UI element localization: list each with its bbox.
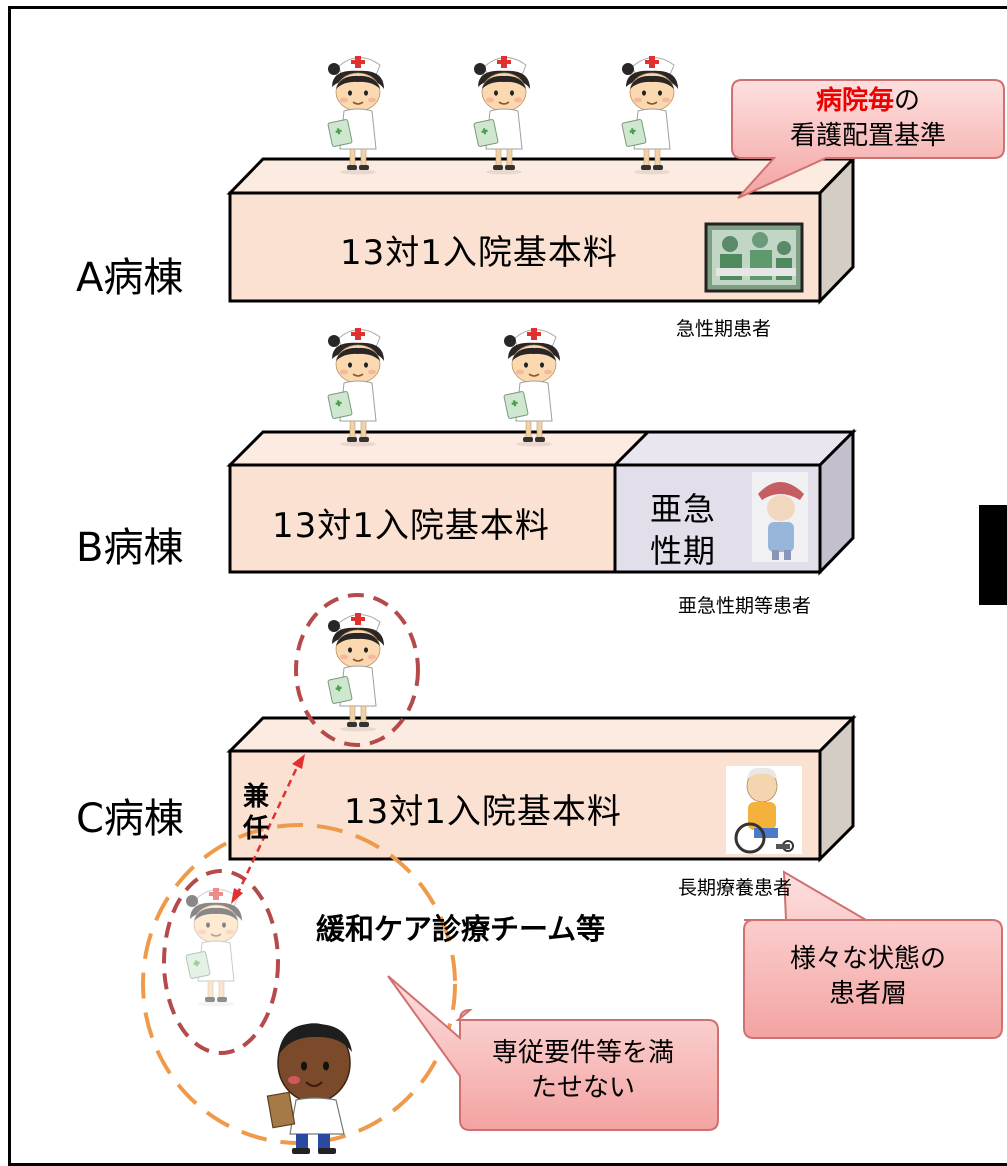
- staffing-callout-bubble: [731, 79, 1005, 199]
- dual-role-label-line2: 任: [243, 814, 271, 844]
- acute-patient-label: 急性期患者: [676, 318, 772, 340]
- edge-marker: [979, 505, 1007, 605]
- staffing-callout-highlight: 病院毎: [815, 86, 894, 116]
- long-term-patient-image: [726, 766, 802, 854]
- staffing-callout-suffix: の: [894, 86, 921, 116]
- dual-assignment-arrow: [231, 754, 305, 904]
- patients-callout-bubble: [743, 870, 1003, 1039]
- requirements-callout-line1: 専従要件等を満: [491, 1038, 674, 1068]
- requirements-callout-text: 専従要件等を満 たせない: [448, 1036, 718, 1106]
- team-label: 緩和ケア診療チーム等: [316, 912, 606, 946]
- subacute-label-line2: 性期: [650, 532, 717, 570]
- staffing-callout-text: 病院毎の 看護配置基準: [732, 84, 1004, 154]
- nurse-c1: [326, 611, 386, 733]
- acute-patient-image: [704, 222, 804, 293]
- patients-callout-line1: 様々な状態の: [789, 944, 946, 974]
- staffing-callout-line2: 看護配置基準: [789, 121, 946, 152]
- ward-c-front-face: [228, 749, 822, 861]
- dual-role-label-line1: 兼: [243, 782, 271, 812]
- ward-b-block: [226, 428, 857, 576]
- subacute-patient-image: [752, 472, 808, 562]
- ward-b-front-face: [228, 463, 617, 574]
- team-nurse-circle: [162, 869, 280, 1055]
- nurse-b1: [326, 326, 386, 448]
- nurse-team-faded: [184, 886, 244, 1008]
- ward-a-label: A病棟: [76, 255, 184, 301]
- concurrent-nurse-circle: [294, 593, 420, 747]
- ward-b-subacute-top: [611, 430, 857, 467]
- ward-c-label: C病棟: [76, 796, 184, 842]
- requirements-callout-bubble: [387, 975, 719, 1131]
- subacute-label-line1: 亜急: [650, 490, 717, 528]
- ward-c-fee-label: 13対1入院基本料: [344, 792, 622, 832]
- requirements-callout-line2: たせない: [530, 1073, 635, 1104]
- patients-callout-text: 様々な状態の 患者層: [734, 942, 1002, 1012]
- patients-callout-line2: 患者層: [828, 979, 907, 1010]
- long-term-patient-label: 長期療養患者: [678, 877, 793, 899]
- nurse-b2: [502, 326, 562, 448]
- doctor-figure: [266, 1023, 352, 1154]
- nurse-a2: [472, 54, 532, 176]
- subacute-patient-label: 亜急性期等患者: [678, 595, 812, 617]
- ward-a-fee-label: 13対1入院基本料: [340, 233, 618, 273]
- nurse-a3: [620, 54, 680, 176]
- ward-c-block: [226, 714, 857, 863]
- nurse-a1: [326, 54, 386, 176]
- ward-b-label: B病棟: [76, 525, 184, 571]
- ward-b-fee-label: 13対1入院基本料: [272, 506, 550, 546]
